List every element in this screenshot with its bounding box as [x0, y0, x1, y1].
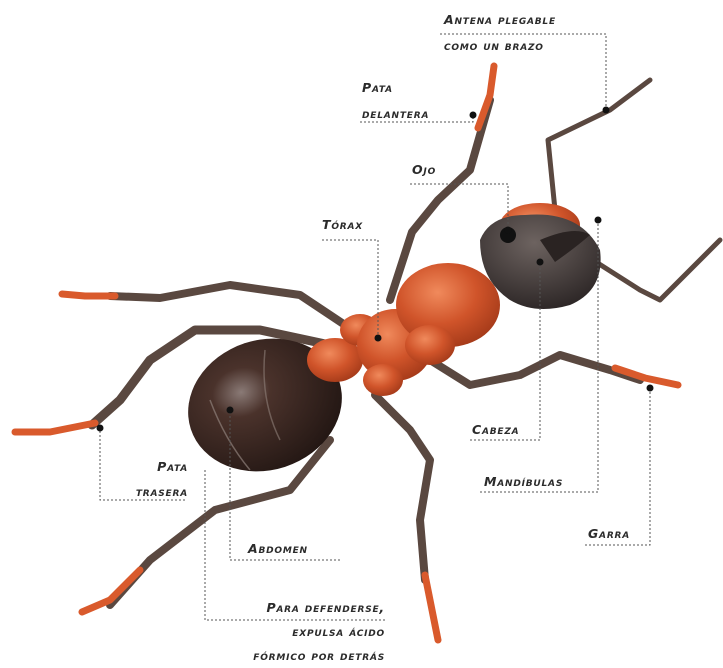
- label-defensa-1: Para defenderse,: [180, 596, 385, 620]
- label-torax: Tórax: [322, 213, 363, 237]
- label-pata-trasera-1: Pata: [108, 455, 188, 479]
- label-pata-delantera-2: delantera: [362, 102, 429, 126]
- label-pata-delantera-1: Pata: [362, 76, 393, 100]
- label-antena-2: como un brazo: [444, 34, 544, 58]
- mid-down-leg: [375, 395, 430, 580]
- mid-down-leg-tip: [425, 575, 438, 640]
- ant-body: [171, 203, 601, 491]
- label-antena-1: Antena plegable: [444, 8, 556, 32]
- label-defensa-2: expulsa ácido: [180, 620, 385, 644]
- hind-left-leg-tip: [15, 423, 95, 432]
- label-abdomen: Abdomen: [248, 537, 308, 561]
- mid-left-leg-tip: [62, 294, 115, 296]
- label-defensa-3: fórmico por detrás: [160, 644, 385, 668]
- label-mandibulas: Mandíbulas: [484, 470, 563, 494]
- front-right-leg: [430, 355, 640, 385]
- mid-left-leg: [110, 285, 345, 325]
- label-ojo: Ojo: [412, 158, 436, 182]
- antenna-upper: [548, 80, 650, 210]
- antenna-lower: [585, 240, 720, 300]
- label-cabeza: Cabeza: [472, 418, 519, 442]
- label-pata-trasera-2: trasera: [88, 480, 188, 504]
- label-garra: Garra: [588, 522, 630, 546]
